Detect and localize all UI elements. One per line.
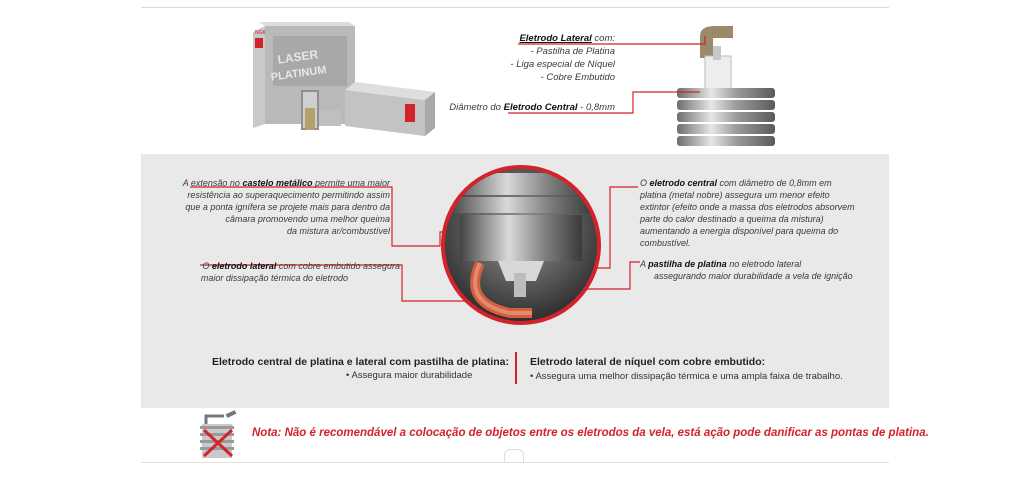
pastilha-l1a: A: [640, 259, 649, 269]
lateral-item-1: - Pastilha de Platina: [530, 46, 616, 57]
castelo-callout: A extensão no castelo metálico permite u…: [160, 177, 390, 237]
central-l6: combustível.: [640, 238, 691, 248]
lateral-callout: O eletrodo lateral com cobre embutido as…: [170, 260, 400, 284]
summary-right-title: Eletrodo lateral de níquel com cobre emb…: [530, 356, 766, 368]
central-l1a: O: [640, 178, 650, 188]
product-box-illustration: LASER PLATINUM NGK: [245, 20, 440, 142]
lateral-electrode-suffix: com:: [591, 33, 615, 44]
central-l5: aumentando a energia disponível para que…: [640, 226, 839, 236]
summary-right-item: • Assegura uma melhor dissipação térmica…: [530, 371, 843, 382]
top-divider: [141, 7, 889, 8]
central-prefix: Diâmetro do: [449, 102, 504, 113]
castelo-l1a: A extensão no: [182, 178, 243, 188]
box-logo-text: NGK: [255, 30, 267, 36]
castelo-l2: resistência ao superaquecimento permitin…: [187, 190, 390, 200]
summary-divider: [515, 352, 517, 384]
lateral-l2: maior dissipação térmica do eletrodo: [200, 273, 348, 283]
pastilha-callout: A pastilha de platina no eletrodo latera…: [640, 258, 860, 282]
central-l2: platina (metal nobre) assegura um menor …: [640, 190, 830, 200]
summary-left-item: • Assegura maior durabilidade: [346, 370, 473, 381]
lateral-electrode-title: Eletrodo Lateral: [519, 33, 592, 44]
note-warning-text: Nota: Não é recomendável a colocação de …: [252, 427, 929, 439]
central-callout: O eletrodo central com diâmetro de 0,8mm…: [640, 177, 860, 249]
warning-no-objects-icon: [200, 410, 237, 458]
lateral-item-3: - Cobre Embutido: [540, 72, 615, 83]
central-l1b: eletrodo central: [649, 178, 718, 188]
lateral-l1a: O: [202, 261, 212, 271]
castelo-l4: câmara promovendo uma melhor queima: [225, 214, 390, 224]
bottom-divider: [141, 462, 889, 463]
pastilha-l1c: no eletrodo lateral: [726, 259, 802, 269]
lateral-item-2: - Liga especial de Níquel: [510, 59, 615, 70]
castelo-l1c: permite uma maior: [312, 178, 390, 188]
castelo-l1b: castelo metálico: [242, 178, 313, 188]
pastilha-l1b: pastilha de platina: [648, 259, 727, 269]
summary-left-title: Eletrodo central de platina e lateral co…: [212, 356, 509, 368]
lateral-l1b: eletrodo lateral: [211, 261, 277, 271]
castelo-l5: da mistura ar/combustível: [286, 226, 390, 236]
central-l1c: com diâmetro de 0,8mm em: [717, 178, 832, 188]
castelo-l3: que a ponta ignífera se projete mais par…: [185, 202, 390, 212]
page-corner-mark: [504, 449, 524, 462]
electrode-zoom-circle: [441, 165, 601, 325]
central-electrode-diameter: Diâmetro do Eletrodo Central - 0,8mm: [420, 102, 615, 114]
central-l4: parte do calor destinado a queima da mis…: [640, 214, 824, 224]
central-bold: Eletrodo Central: [503, 102, 578, 113]
lateral-l1c: com cobre embutido assegura: [276, 261, 400, 271]
lateral-electrode-label: Eletrodo Lateral com: - Pastilha de Plat…: [470, 32, 615, 84]
spark-plug-tip-illustration: [677, 26, 775, 146]
box-brand-text: LASER: [277, 47, 320, 67]
central-l3: extintor (efeito onde a massa dos eletro…: [640, 202, 855, 212]
pastilha-l2: assegurando maior durabilidade a vela de…: [654, 271, 853, 281]
central-suffix: - 0,8mm: [577, 102, 615, 113]
